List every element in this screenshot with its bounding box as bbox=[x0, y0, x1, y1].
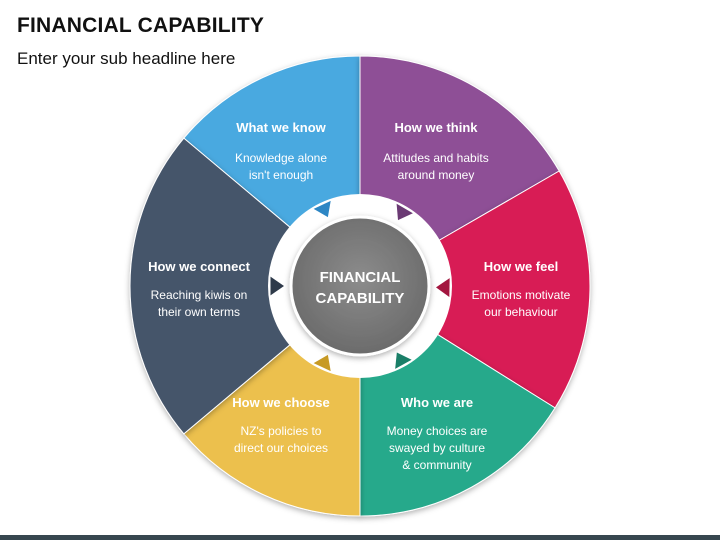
segment-desc: & community bbox=[402, 458, 471, 472]
segment-title: What we know bbox=[236, 120, 326, 135]
segment-title: Who we are bbox=[401, 395, 473, 410]
center-circle bbox=[289, 215, 431, 357]
segment-desc: our behaviour bbox=[484, 305, 557, 319]
center-label-line1: FINANCIAL bbox=[320, 269, 401, 286]
segment-what-we-know: What we know Knowledge alone isn't enoug… bbox=[235, 120, 327, 182]
segment-how-we-think: How we think Attitudes and habits around… bbox=[383, 120, 488, 182]
arrow-what-we-know bbox=[313, 200, 331, 218]
segment-desc: swayed by culture bbox=[389, 441, 485, 455]
page-title: FINANCIAL CAPABILITY bbox=[17, 14, 265, 37]
segment-desc: direct our choices bbox=[234, 441, 328, 455]
page-subtitle: Enter your sub headline here bbox=[17, 49, 236, 68]
segment-title: How we connect bbox=[148, 259, 251, 274]
arrow-how-we-feel bbox=[435, 278, 450, 297]
segment-desc: Attitudes and habits bbox=[383, 151, 488, 165]
arrow-how-we-think bbox=[396, 203, 413, 221]
center-label-line2: CAPABILITY bbox=[316, 290, 405, 307]
segment-title: How we think bbox=[394, 120, 478, 135]
bottom-bar bbox=[0, 535, 720, 540]
segment-who-we-are: Who we are Money choices are swayed by c… bbox=[387, 395, 488, 472]
segment-desc: Emotions motivate bbox=[472, 288, 571, 302]
arrow-who-we-are bbox=[395, 352, 412, 369]
segment-how-we-choose: How we choose NZ's policies to direct ou… bbox=[232, 395, 330, 455]
arrow-how-we-choose bbox=[313, 354, 331, 372]
segment-desc: their own terms bbox=[158, 305, 240, 319]
arrow-how-we-connect bbox=[270, 276, 284, 296]
segment-desc: Knowledge alone bbox=[235, 151, 327, 165]
segment-desc: Reaching kiwis on bbox=[151, 288, 248, 302]
segment-desc: NZ's policies to bbox=[241, 424, 322, 438]
segment-desc: isn't enough bbox=[249, 168, 313, 182]
segment-how-we-connect: How we connect Reaching kiwis on their o… bbox=[148, 259, 251, 319]
segment-title: How we feel bbox=[484, 259, 558, 274]
segment-desc: Money choices are bbox=[387, 424, 488, 438]
segment-title: How we choose bbox=[232, 395, 330, 410]
segment-desc: around money bbox=[398, 168, 475, 182]
segment-how-we-feel: How we feel Emotions motivate our behavi… bbox=[472, 259, 571, 319]
